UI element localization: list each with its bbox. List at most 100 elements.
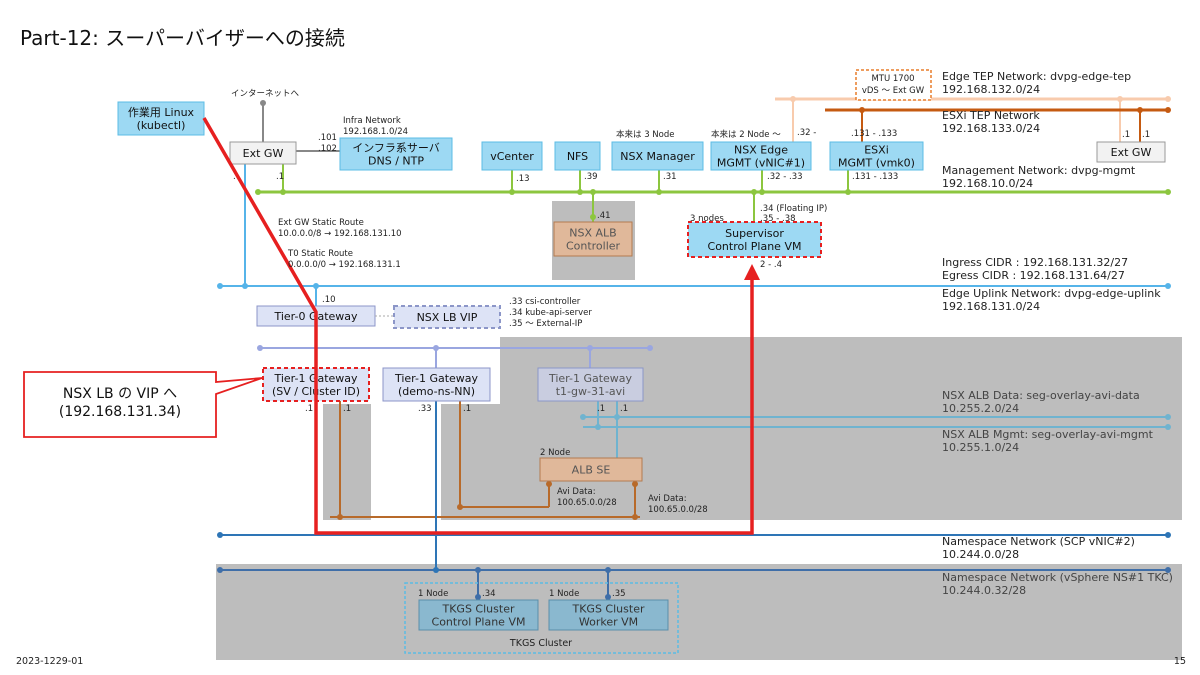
network-name-8: Namespace Network (vSphere NS#1 TKC) [942,571,1173,584]
network-name-7: Namespace Network (SCP vNIC#2) [942,535,1135,548]
t1avi-ip1: .1 [597,404,605,414]
junction-dot [546,481,552,487]
junction-dot [1165,424,1171,430]
network-name-4: Edge Uplink Network: dvpg-edge-uplink [942,287,1161,300]
sv-uplink-ip: 2 - .4 [760,260,782,270]
callout-box [23,371,263,438]
network-cidr-2: 192.168.10.0/24 [942,177,1033,190]
junction-dot [1117,96,1123,102]
network-name-5: NSX ALB Data: seg-overlay-avi-data [942,389,1140,402]
esxi-tep-ip: .131 - .133 [851,129,897,139]
ext-gw-right-box [1096,141,1166,163]
mtu-box [855,69,932,101]
t1avi-ip2: .1 [620,404,628,414]
tkgs-w-nodes: 1 Node [549,589,579,599]
junction-dot [260,100,266,106]
nsx-edge-box [710,141,812,171]
sv-nodes: 3 nodes [690,214,724,224]
network-name-0: Edge TEP Network: dvpg-edge-tep [942,70,1131,83]
junction-dot [632,514,638,520]
junction-dot [1165,107,1171,113]
internet-label: インターネットへ [231,89,300,99]
nsxmgr-ip: .31 [663,172,677,182]
footer-date: 2023-1229-01 [16,656,83,667]
tier1-avi-box [537,367,644,402]
junction-dot [475,594,481,600]
tkc-namespace-area [216,564,1182,660]
network-cidr-8: 10.244.0.32/28 [942,584,1026,597]
linux-workstation-box [117,101,205,136]
network-name-2: Management Network: dvpg-mgmt [942,164,1136,177]
junction-dot [1165,414,1171,420]
junction-dot [614,414,620,420]
extgw-ip-right: .1 [276,172,284,182]
sv-overlay-area [323,404,371,520]
junction-dot [475,567,481,573]
junction-dot [632,481,638,487]
extgw-ip-left: . [233,172,236,182]
tkgs-worker-box [548,599,669,631]
nfs-box [554,141,601,171]
nsx-lb-vip-box [393,305,501,329]
tier1-ns-box [382,367,491,402]
junction-dot [1165,567,1171,573]
junction-dot [1165,96,1171,102]
network-cidr-5: 10.255.2.0/24 [942,402,1019,415]
junction-dot [577,189,583,195]
ext-gw-box-label: Ext GW [243,147,284,160]
footer-page: 15 [1174,656,1186,667]
junction-dot [605,594,611,600]
t1ns-ip2: .1 [463,404,471,414]
junction-dot [217,532,223,538]
junction-dot [217,283,223,289]
junction-dot [255,189,261,195]
avi-data-label-1: Avi Data:100.65.0.0/28 [557,487,617,508]
linux-workstation-box-label: 作業用 Linux(kubectl) [128,106,195,132]
nsx-manager-box-label: NSX Manager [620,150,695,163]
nfs-box-label: NFS [567,150,588,163]
tkgs-cp-ip: .34 [482,589,496,599]
junction-dot [337,514,343,520]
alb-ip: .41 [597,211,611,221]
vcenter-box-label: vCenter [490,150,534,163]
vcenter-ip: .13 [516,174,530,184]
network-cidr-4: 192.168.131.0/24 [942,300,1040,313]
junction-dot [457,504,463,510]
infra-ip1: .101 [318,133,337,143]
page-title: Part-12: スーパーバイザーへの接続 [20,26,345,50]
network-cidr-0: 192.168.132.0/24 [942,83,1040,96]
nsx-manager-box [611,141,704,171]
junction-dot [656,189,662,195]
junction-dot [1165,283,1171,289]
ext-gw-right-box-label: Ext GW [1111,146,1152,159]
junction-dot [580,414,586,420]
tkgs-cp-nodes: 1 Node [418,589,448,599]
vcenter-box [481,141,543,171]
junction-dot [313,283,319,289]
se-nodes: 2 Node [540,448,570,458]
network-name-6: NSX ALB Mgmt: seg-overlay-avi-mgmt [942,428,1154,441]
callout-text: NSX LB の VIP へ(192.168.131.34) [59,386,181,420]
access-path-line [202,117,754,535]
junction-dot [590,214,596,220]
network-name-3: Ingress CIDR : 192.168.131.32/27 [942,256,1128,269]
t1sv-ip2: .1 [343,404,351,414]
junction-dot [1165,189,1171,195]
tkgs-cp-box [418,599,539,631]
ext-gw-box [229,141,297,165]
supervisor-box [687,221,822,258]
junction-dot [242,283,248,289]
tkgs-cluster-group [404,582,679,654]
avi-overlay-area-left [441,404,511,520]
junction-dot [845,189,851,195]
esxi-box [829,141,924,171]
